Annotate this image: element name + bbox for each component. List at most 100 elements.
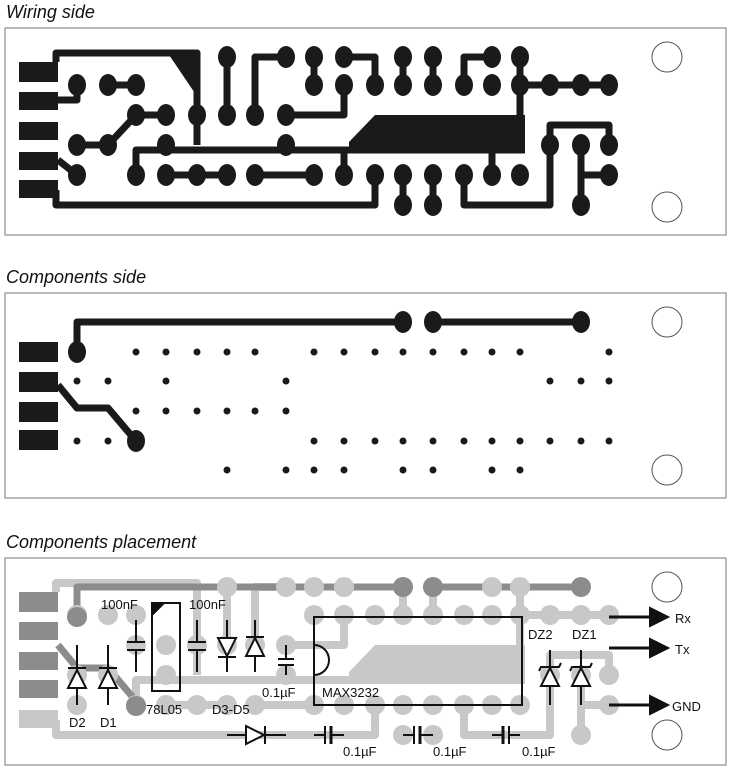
tx-arrow — [609, 637, 671, 659]
component-hole — [251, 348, 259, 356]
wiring-pad — [541, 74, 559, 96]
placement-pad — [599, 605, 619, 625]
wiring-pad — [511, 46, 529, 68]
wiring-pad — [277, 134, 295, 156]
component-hole — [223, 407, 231, 415]
wiring-pad — [424, 74, 442, 96]
electrolytic-capacitor-symbol — [403, 726, 433, 744]
mounting-hole — [651, 571, 683, 603]
component-hole — [282, 407, 290, 415]
component-hole — [104, 437, 112, 445]
component-hole — [162, 407, 170, 415]
component-hole — [340, 348, 348, 356]
component-hole — [193, 407, 201, 415]
component-hole — [371, 348, 379, 356]
wiring-pad — [483, 46, 501, 68]
component-hole — [193, 348, 201, 356]
wiring-pad — [511, 74, 529, 96]
component-hole — [132, 348, 140, 356]
component-hole — [429, 437, 437, 445]
component-hole — [282, 377, 290, 385]
wiring-pad — [572, 134, 590, 156]
regulator-marker — [151, 602, 167, 618]
placement-pad — [365, 605, 385, 625]
regulator-outline — [151, 602, 181, 692]
zener-dz1-symbol — [569, 650, 593, 705]
components-side-title: Components side — [6, 267, 147, 287]
placement-pad — [304, 605, 324, 625]
component-hole — [310, 437, 318, 445]
wiring-pad — [424, 194, 442, 216]
component-hole — [429, 466, 437, 474]
component-hole — [104, 377, 112, 385]
label-tx: Tx — [675, 642, 690, 657]
wiring-pad — [157, 164, 175, 186]
placement-pad — [156, 665, 176, 685]
electrolytic-capacitor-symbol — [314, 726, 344, 744]
placement-board — [4, 557, 727, 766]
wiring-pad — [99, 74, 117, 96]
label-c3: 0.1µF — [262, 685, 296, 700]
max3232-outline — [313, 616, 523, 706]
wiring-pad — [305, 46, 323, 68]
label-c5: 0.1µF — [433, 744, 467, 759]
label-c4: 0.1µF — [343, 744, 377, 759]
component-hole — [223, 466, 231, 474]
mounting-hole — [651, 454, 683, 486]
edge-connector-finger — [19, 652, 58, 670]
wiring-pad — [335, 164, 353, 186]
wiring-pad — [455, 164, 473, 186]
component-pad — [394, 311, 412, 333]
placement-pad — [393, 605, 413, 625]
placement-pad — [571, 605, 591, 625]
wiring-pad — [68, 74, 86, 96]
placement-pad — [334, 577, 354, 597]
wiring-pad — [572, 194, 590, 216]
placement-pad — [304, 577, 324, 597]
wiring-pad — [305, 74, 323, 96]
rx-arrow — [609, 606, 671, 628]
diode-d4-symbol — [244, 620, 266, 672]
label-c2: 100nF — [189, 597, 226, 612]
placement-pad — [98, 605, 118, 625]
component-hole — [605, 437, 613, 445]
wiring-pad — [600, 164, 618, 186]
placement-pad — [510, 577, 530, 597]
component-hole — [340, 437, 348, 445]
mounting-hole — [651, 41, 683, 73]
capacitor-symbol — [278, 645, 294, 675]
edge-connector-finger — [19, 92, 58, 110]
wiring-pad — [335, 74, 353, 96]
wiring-pad — [218, 46, 236, 68]
diode-d1-symbol — [97, 645, 119, 705]
placement-top-pad — [67, 607, 87, 627]
component-hole — [340, 466, 348, 474]
edge-connector-finger — [19, 402, 58, 422]
capacitor-symbol — [127, 620, 145, 672]
label-ic: MAX3232 — [322, 685, 379, 700]
diode-d3-symbol — [216, 620, 238, 672]
wiring-pad — [68, 134, 86, 156]
zener-dz2-symbol — [538, 650, 562, 705]
placement-pad — [482, 605, 502, 625]
component-hole — [460, 348, 468, 356]
edge-connector-finger — [19, 342, 58, 362]
component-pad — [127, 430, 145, 452]
wiring-pad — [188, 104, 206, 126]
ic-notch — [313, 644, 330, 676]
component-hole — [546, 377, 554, 385]
label-rx: Rx — [675, 611, 691, 626]
wiring-side-board — [4, 27, 727, 236]
component-hole — [310, 466, 318, 474]
wiring-pad — [366, 74, 384, 96]
component-hole — [282, 466, 290, 474]
wiring-pad — [305, 164, 323, 186]
component-hole — [399, 348, 407, 356]
wiring-pad — [394, 164, 412, 186]
placement-pad — [454, 605, 474, 625]
edge-connector-finger — [19, 180, 58, 198]
component-hole — [488, 348, 496, 356]
placement-pad — [156, 695, 176, 715]
wiring-pad — [424, 46, 442, 68]
placement-top-pad — [571, 577, 591, 597]
